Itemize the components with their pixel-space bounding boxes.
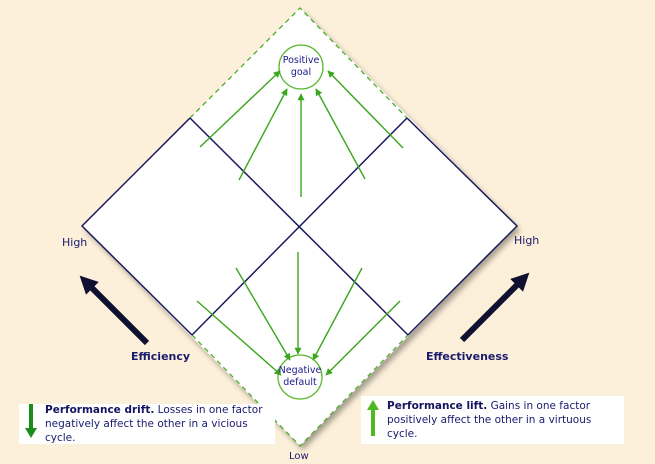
grid-line-diag-2 (191, 117, 408, 336)
legend-lift-line1: Gains in one factor (487, 400, 591, 412)
right-quadrant-edge (406, 117, 519, 336)
legend-drift-line2: negatively affect the other in a vicious… (45, 418, 248, 444)
negative-default-line2: default (283, 377, 317, 388)
effectiveness-high-label: High (514, 234, 540, 247)
lift-arrows (199, 70, 404, 197)
efficiency-high-label: High (62, 236, 88, 249)
positive-goal-line2: goal (290, 67, 312, 78)
positive-goal-line1: Positive (282, 55, 320, 66)
negative-default-line1: Negative (278, 365, 322, 376)
efficiency-axis-arrow-icon (79, 275, 150, 346)
legend-drift: Performance drift. Losses in one factor … (19, 404, 275, 444)
drift-arrows (196, 252, 401, 376)
legend-lift-title: Performance lift. (387, 400, 488, 412)
negative-default-label: Negative default (275, 365, 325, 389)
legend-lift-text: Performance lift. Gains in one factor po… (387, 399, 624, 441)
legend-drift-line1: Losses in one factor (154, 404, 263, 416)
low-label: Low (289, 451, 309, 462)
up-arrow-icon (367, 400, 379, 440)
legend-drift-title: Performance drift. (45, 404, 155, 416)
legend-lift-line2: positively affect the other in a virtuou… (387, 414, 592, 440)
effectiveness-axis-title: Effectiveness (426, 350, 509, 363)
legend-drift-text: Performance drift. Losses in one factor … (45, 403, 275, 445)
dashed-border-top (189, 7, 408, 119)
down-arrow-icon (25, 404, 37, 444)
legend-lift: Performance lift. Gains in one factor po… (361, 396, 624, 444)
positive-goal-circle (278, 44, 324, 90)
dashed-border-bottom (191, 334, 409, 447)
left-quadrant-edge (80, 117, 193, 336)
effectiveness-axis-arrow-icon (459, 272, 530, 343)
negative-default-circle (277, 354, 323, 400)
efficiency-axis-title: Efficiency (131, 350, 191, 363)
positive-goal-label: Positive goal (276, 55, 326, 79)
